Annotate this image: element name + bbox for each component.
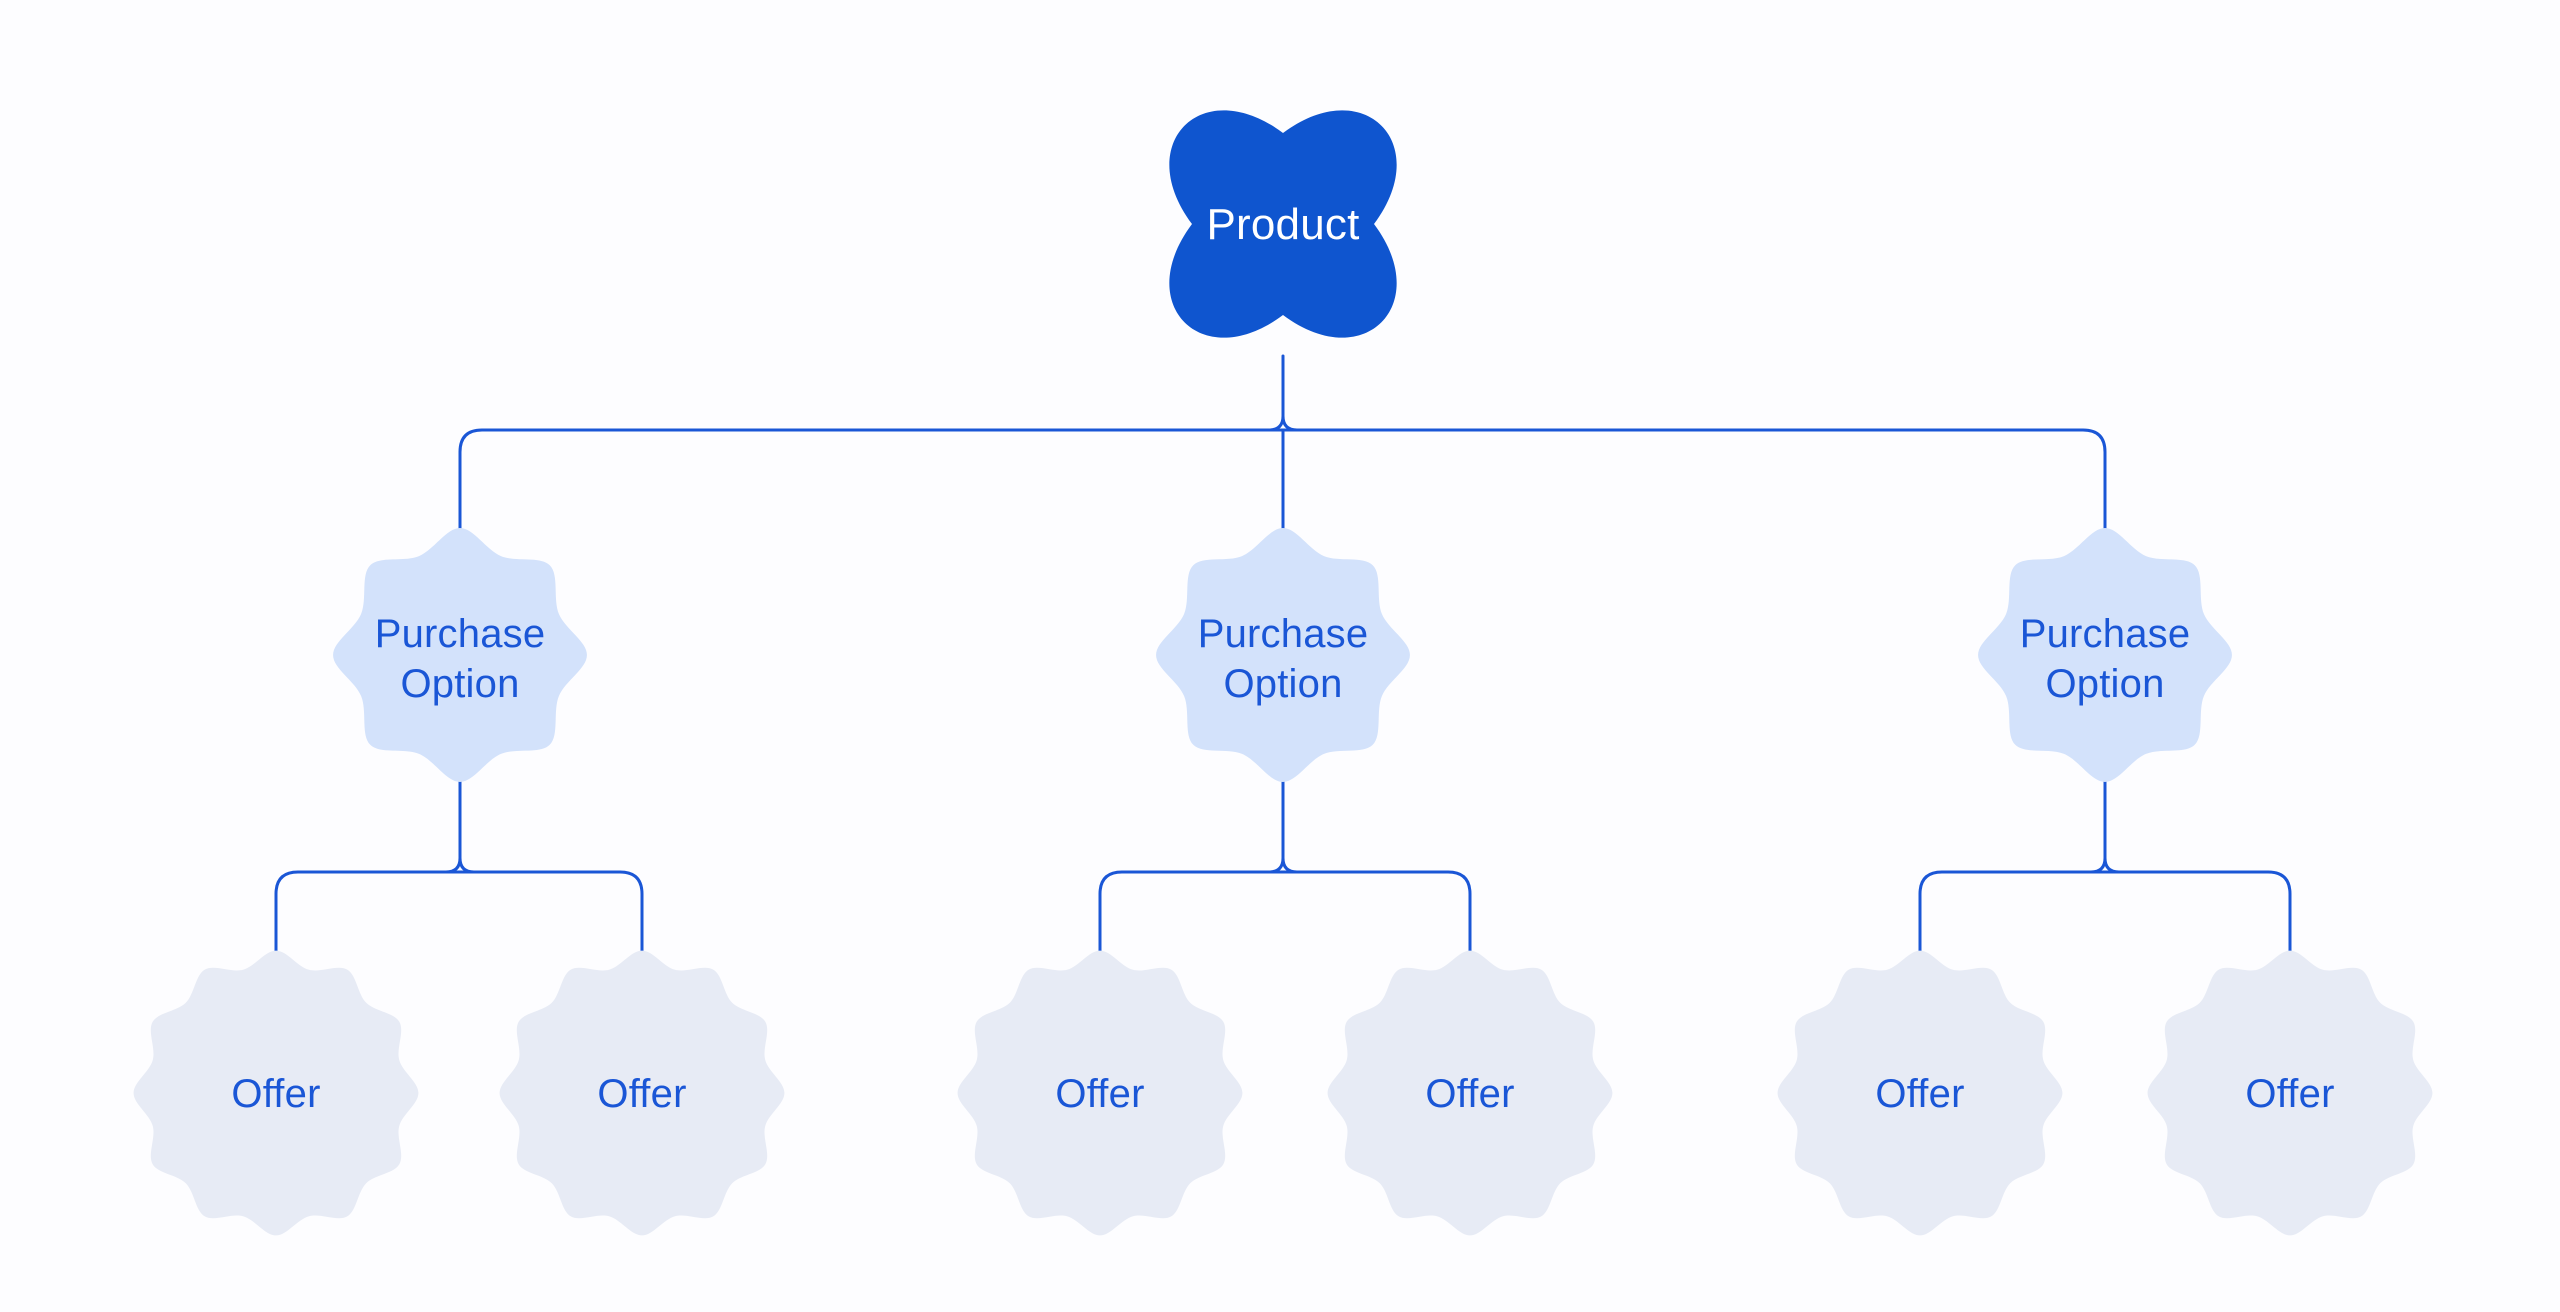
node-offer-2[interactable]: Offer <box>499 950 785 1236</box>
offer-shape <box>133 950 419 1236</box>
node-offer-4[interactable]: Offer <box>1327 950 1613 1236</box>
purchase-option-shape <box>333 528 587 782</box>
offer-shape <box>957 950 1243 1236</box>
purchase-option-shape <box>1978 528 2232 782</box>
node-offer-6[interactable]: Offer <box>2147 950 2433 1236</box>
connector-option-3-to-offers <box>1918 751 2292 987</box>
node-offer-3[interactable]: Offer <box>957 950 1243 1236</box>
node-product[interactable]: Product <box>1169 110 1397 338</box>
connector-option-2-to-offers <box>1098 751 1472 987</box>
connector-option-1-to-offers <box>274 751 644 987</box>
offer-shape <box>1777 950 2063 1236</box>
offer-shape <box>2147 950 2433 1236</box>
node-offer-1[interactable]: Offer <box>133 950 419 1236</box>
offer-shape <box>1327 950 1613 1236</box>
connector-product-to-options <box>458 354 2107 559</box>
node-offer-5[interactable]: Offer <box>1777 950 2063 1236</box>
purchase-option-shape <box>1156 528 1410 782</box>
product-shape <box>1169 110 1397 338</box>
connector-layer <box>274 354 2292 987</box>
offer-shape <box>499 950 785 1236</box>
